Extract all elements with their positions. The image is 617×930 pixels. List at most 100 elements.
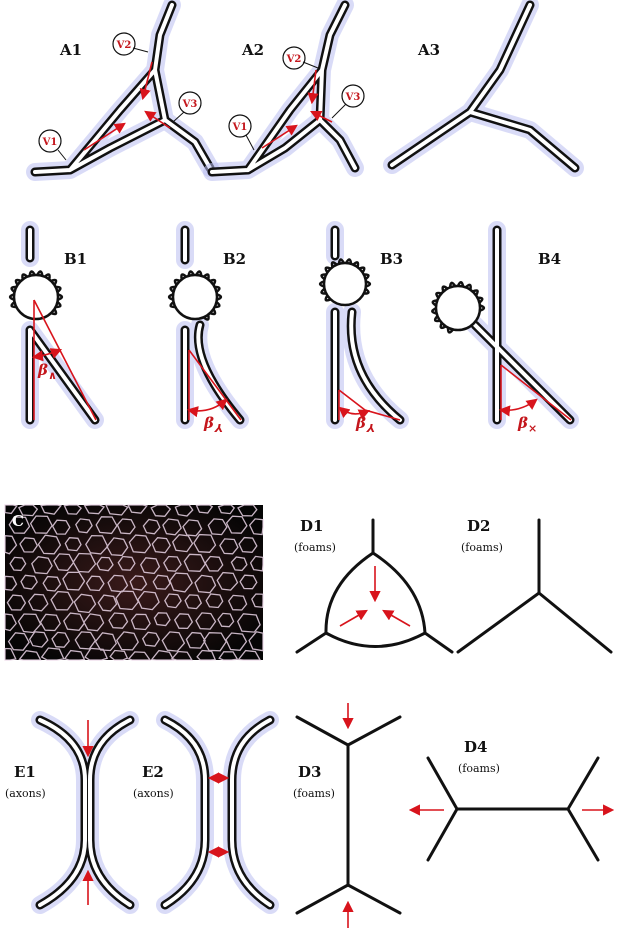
foam-cell (150, 649, 175, 661)
foam-cell (94, 632, 118, 652)
panel-label-a2: A2 (241, 41, 264, 59)
foam-cell (116, 518, 136, 535)
foam-cell (217, 504, 236, 515)
foam-cell (27, 593, 49, 612)
arrow-a1-1 (83, 122, 126, 151)
foam-cell (109, 649, 129, 661)
foam-cell (225, 632, 248, 651)
foam-junction-d2 (456, 518, 613, 654)
vertex-marker-v3-a2: V3 (331, 84, 365, 119)
foam-cell (217, 612, 235, 628)
filopodium (320, 273, 327, 281)
foam-cell (74, 631, 97, 650)
foam-cell (84, 647, 109, 661)
foam-cell (169, 572, 193, 593)
panel-subtitle-e2: (axons) (133, 787, 174, 800)
panel-label-d2: D2 (467, 517, 490, 535)
arrow-a1-2 (139, 61, 153, 101)
foam-cell (96, 556, 114, 572)
growth-cone-b2 (167, 221, 249, 429)
filopodium (21, 273, 29, 280)
foam-cell (129, 575, 148, 591)
filopodium (14, 278, 22, 286)
arrow-d1-2 (339, 609, 368, 627)
foam-cell (170, 650, 194, 661)
growth-cone-b1 (8, 221, 104, 429)
panel-label-d1: D1 (300, 517, 323, 535)
panel-b2: β⅄ B2 (167, 221, 249, 435)
vertex-marker-v3-a1: V3 (172, 91, 202, 123)
filopodium (337, 258, 345, 265)
panel-label-b4: B4 (538, 250, 561, 268)
vertex-label-v1: V1 (42, 137, 58, 148)
foam-cell (127, 651, 152, 661)
foam-photo-cells (4, 504, 264, 661)
filopodium (441, 285, 449, 292)
foam-cell (174, 504, 194, 517)
filopodium (318, 280, 325, 288)
vertex-label-v3: V3 (182, 99, 198, 110)
panel-label-b3: B3 (380, 250, 403, 268)
filopodium (456, 281, 465, 287)
axon-junction-a3 (383, 0, 584, 177)
filopodium (180, 273, 188, 280)
foam-cell (39, 613, 61, 632)
panel-subtitle-d4: (foams) (458, 762, 500, 775)
filopodium (464, 283, 472, 291)
panel-subtitle-d1: (foams) (294, 541, 336, 554)
foam-cell (42, 575, 62, 592)
panel-d1: D1 (foams) (294, 517, 454, 654)
foam-cell (248, 518, 264, 536)
foam-cell (204, 555, 224, 572)
foam-cell (162, 518, 182, 536)
filopodium (439, 322, 447, 330)
foam-cell (173, 613, 194, 630)
foam-cell (137, 590, 160, 611)
panel-d2: D2 (foams) (456, 517, 613, 654)
foam-cell (185, 631, 206, 649)
foam-cell (4, 504, 18, 515)
filopodium (167, 293, 174, 301)
foam-cell (97, 594, 118, 612)
foam-cell (17, 613, 42, 634)
foam-cell (219, 538, 239, 555)
foam-cell (193, 533, 217, 553)
angle-label-b1: β∧ (37, 361, 57, 382)
foam-cell (194, 574, 217, 594)
filopodium (10, 285, 17, 293)
foam-cell (4, 575, 18, 591)
filopodium (479, 304, 486, 312)
panel-label-e1: E1 (14, 763, 36, 781)
vertex-marker-v2-a2: V2 (282, 46, 319, 70)
filopodium (363, 273, 370, 281)
foam-cell (248, 631, 264, 652)
panel-b1: β∧ B1 (8, 221, 104, 429)
foam-cell (83, 504, 106, 515)
angle-arc-b2 (186, 398, 228, 418)
filopodium (352, 261, 360, 268)
panel-label-a1: A1 (59, 41, 82, 59)
foam-cell (51, 519, 71, 535)
foam-cell (249, 555, 264, 572)
foam-cell (18, 504, 39, 517)
panel-subtitle-e1: (axons) (5, 787, 46, 800)
foam-cell (63, 612, 86, 631)
foam-cell (237, 504, 258, 517)
filopodium (28, 270, 36, 277)
foam-cell (128, 534, 152, 554)
panel-a2: V1 V2 V3 A2 (203, 0, 365, 181)
foam-cell (7, 632, 30, 651)
panel-a1: V1 V2 V3 A1 (26, 0, 219, 181)
filopodium (363, 287, 370, 295)
filopodium (214, 285, 221, 293)
foam-cell (53, 553, 75, 572)
foam-cell (207, 518, 228, 536)
foam-cell (161, 631, 186, 652)
growth-cone-b4 (431, 221, 579, 429)
panel-label-d4: D4 (464, 738, 487, 756)
foam-cell (85, 534, 109, 555)
foam-cell (18, 650, 42, 661)
foam-cell (171, 534, 194, 553)
filopodium (320, 287, 327, 295)
foam-cell (28, 631, 49, 648)
